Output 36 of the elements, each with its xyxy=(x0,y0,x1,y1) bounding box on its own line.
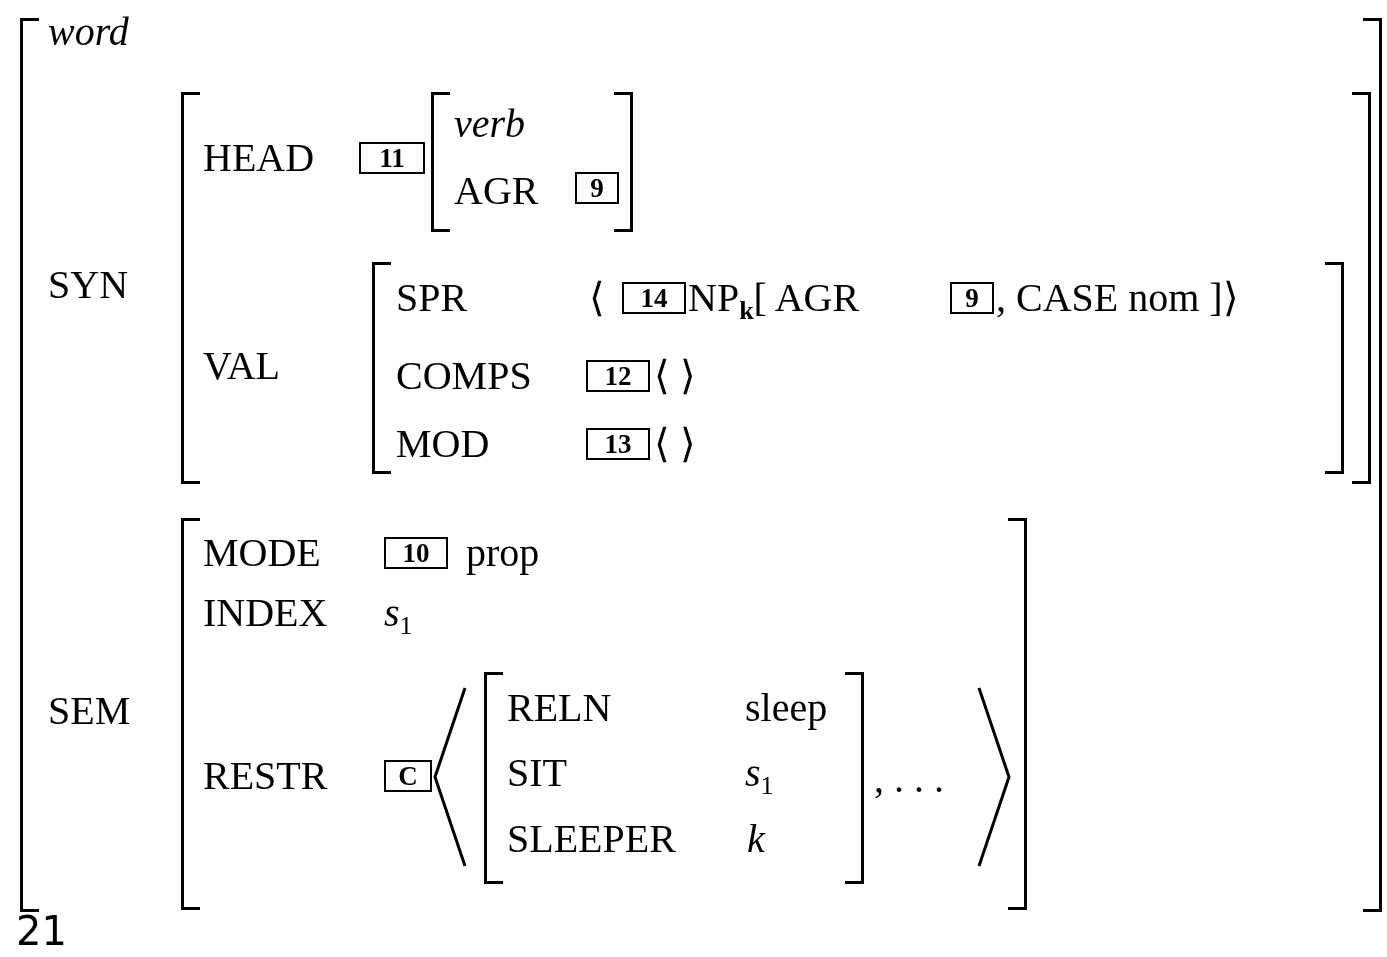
feature-name: SIT xyxy=(507,751,567,795)
coindex-tag: C xyxy=(384,760,432,792)
coindex-tag: 9 xyxy=(950,282,994,314)
list-ellipsis: , . . . xyxy=(874,757,944,801)
feature-name: HEAD xyxy=(203,136,315,180)
feature-name: VAL xyxy=(203,344,281,388)
type-label: verb xyxy=(454,102,526,146)
feature-name: MOD xyxy=(396,422,490,466)
page-number: 21 xyxy=(16,908,67,954)
feature-value: , CASE nom ]⟩ xyxy=(996,276,1239,320)
feature-name: INDEX xyxy=(203,591,328,635)
coindex-tag: 10 xyxy=(384,537,448,569)
feature-name: SYN xyxy=(48,263,129,307)
type-label: word xyxy=(48,10,129,54)
feature-name: SEM xyxy=(48,689,131,733)
feature-name: MODE xyxy=(203,531,321,575)
feature-value: ⟨ ⟩ xyxy=(654,354,696,398)
feature-name: RESTR xyxy=(203,754,328,798)
feature-value: prop xyxy=(466,531,540,575)
feature-name: COMPS xyxy=(396,354,532,398)
feature-value: ⟨ ⟩ xyxy=(654,422,696,466)
feature-value: sleep xyxy=(745,686,828,730)
coindex-tag: 14 xyxy=(622,282,686,314)
feature-value: s$_{1}$ xyxy=(384,591,413,635)
feature-value: s$_{1}$ xyxy=(745,751,774,795)
feature-name: RELN xyxy=(507,686,612,730)
feature-name: SLEEPER xyxy=(507,817,676,861)
feature-value: k xyxy=(747,817,765,861)
feature-name: AGR xyxy=(454,169,539,213)
coindex-tag: 12 xyxy=(586,360,650,392)
list-bracket: ⟨ xyxy=(589,276,605,320)
feature-name: SPR xyxy=(396,276,468,320)
coindex-tag: 11 xyxy=(359,142,425,174)
coindex-tag: 13 xyxy=(586,428,650,460)
coindex-tag: 9 xyxy=(575,172,619,204)
feature-value: NP$_{k}$[ AGR xyxy=(688,276,860,320)
